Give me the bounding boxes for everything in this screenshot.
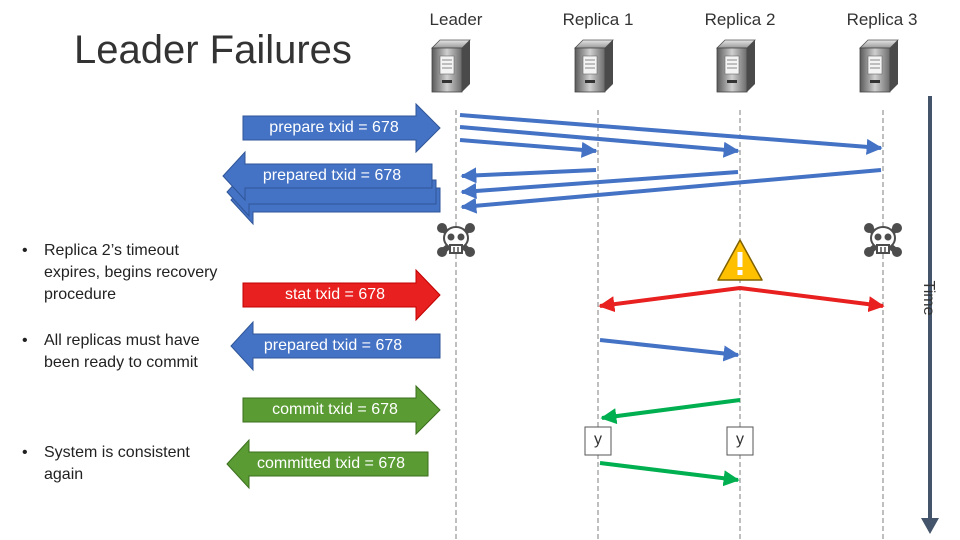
bullet-ready: • All replicas must have been ready to c… xyxy=(22,330,232,374)
prepared-label-2: prepared txid = 678 xyxy=(263,337,403,354)
vote-box xyxy=(584,426,612,456)
committed-line xyxy=(599,461,740,487)
prepared-label: prepared txid = 678 xyxy=(262,167,402,184)
committed-label: committed txid = 678 xyxy=(256,455,406,472)
server-icon xyxy=(574,39,614,93)
stat-label: stat txid = 678 xyxy=(284,286,386,303)
vote-label-replica-2: y xyxy=(736,431,744,448)
commit-line xyxy=(600,398,741,425)
prepared-arrow-2 xyxy=(230,320,441,372)
vote-box xyxy=(726,426,754,456)
prepared-line-2 xyxy=(599,338,740,362)
skull-crossbones-icon xyxy=(864,223,902,257)
bullet-marker: • xyxy=(22,332,28,349)
bullet-text: System is consistent again xyxy=(44,444,190,483)
committed-arrow xyxy=(226,438,429,490)
vote-label-replica-1: y xyxy=(594,431,602,448)
stat-lines xyxy=(598,286,885,313)
prepare-arrow xyxy=(242,102,441,154)
column-label-replica-3: Replica 3 xyxy=(846,10,918,29)
bullet-marker: • xyxy=(22,444,28,461)
prepare-label: prepare txid = 678 xyxy=(269,119,399,136)
column-label-leader: Leader xyxy=(429,10,483,29)
bullet-consistent: • System is consistent again xyxy=(22,442,232,486)
time-axis xyxy=(921,96,939,534)
warning-icon xyxy=(717,239,763,281)
time-label: Time xyxy=(920,280,937,316)
bullet-text: Replica 2’s timeout expires, begins reco… xyxy=(44,242,218,303)
stat-arrow xyxy=(242,268,441,322)
bullet-timeout: • Replica 2’s timeout expires, begins re… xyxy=(22,240,232,306)
commit-label: commit txid = 678 xyxy=(272,401,398,418)
prepared-lines xyxy=(460,167,882,214)
bullet-text: All replicas must have been ready to com… xyxy=(44,332,200,371)
bullet-marker: • xyxy=(22,242,28,259)
commit-arrow xyxy=(242,384,441,436)
prepare-lines xyxy=(459,113,883,158)
skull-crossbones-icon xyxy=(437,223,475,257)
server-icon xyxy=(859,39,899,93)
server-icon xyxy=(716,39,756,93)
server-icon xyxy=(431,39,471,93)
column-label-replica-1: Replica 1 xyxy=(562,10,634,29)
slide-title: Leader Failures xyxy=(74,28,352,72)
column-label-replica-2: Replica 2 xyxy=(704,10,776,29)
prepared-arrow-stack xyxy=(222,150,441,226)
